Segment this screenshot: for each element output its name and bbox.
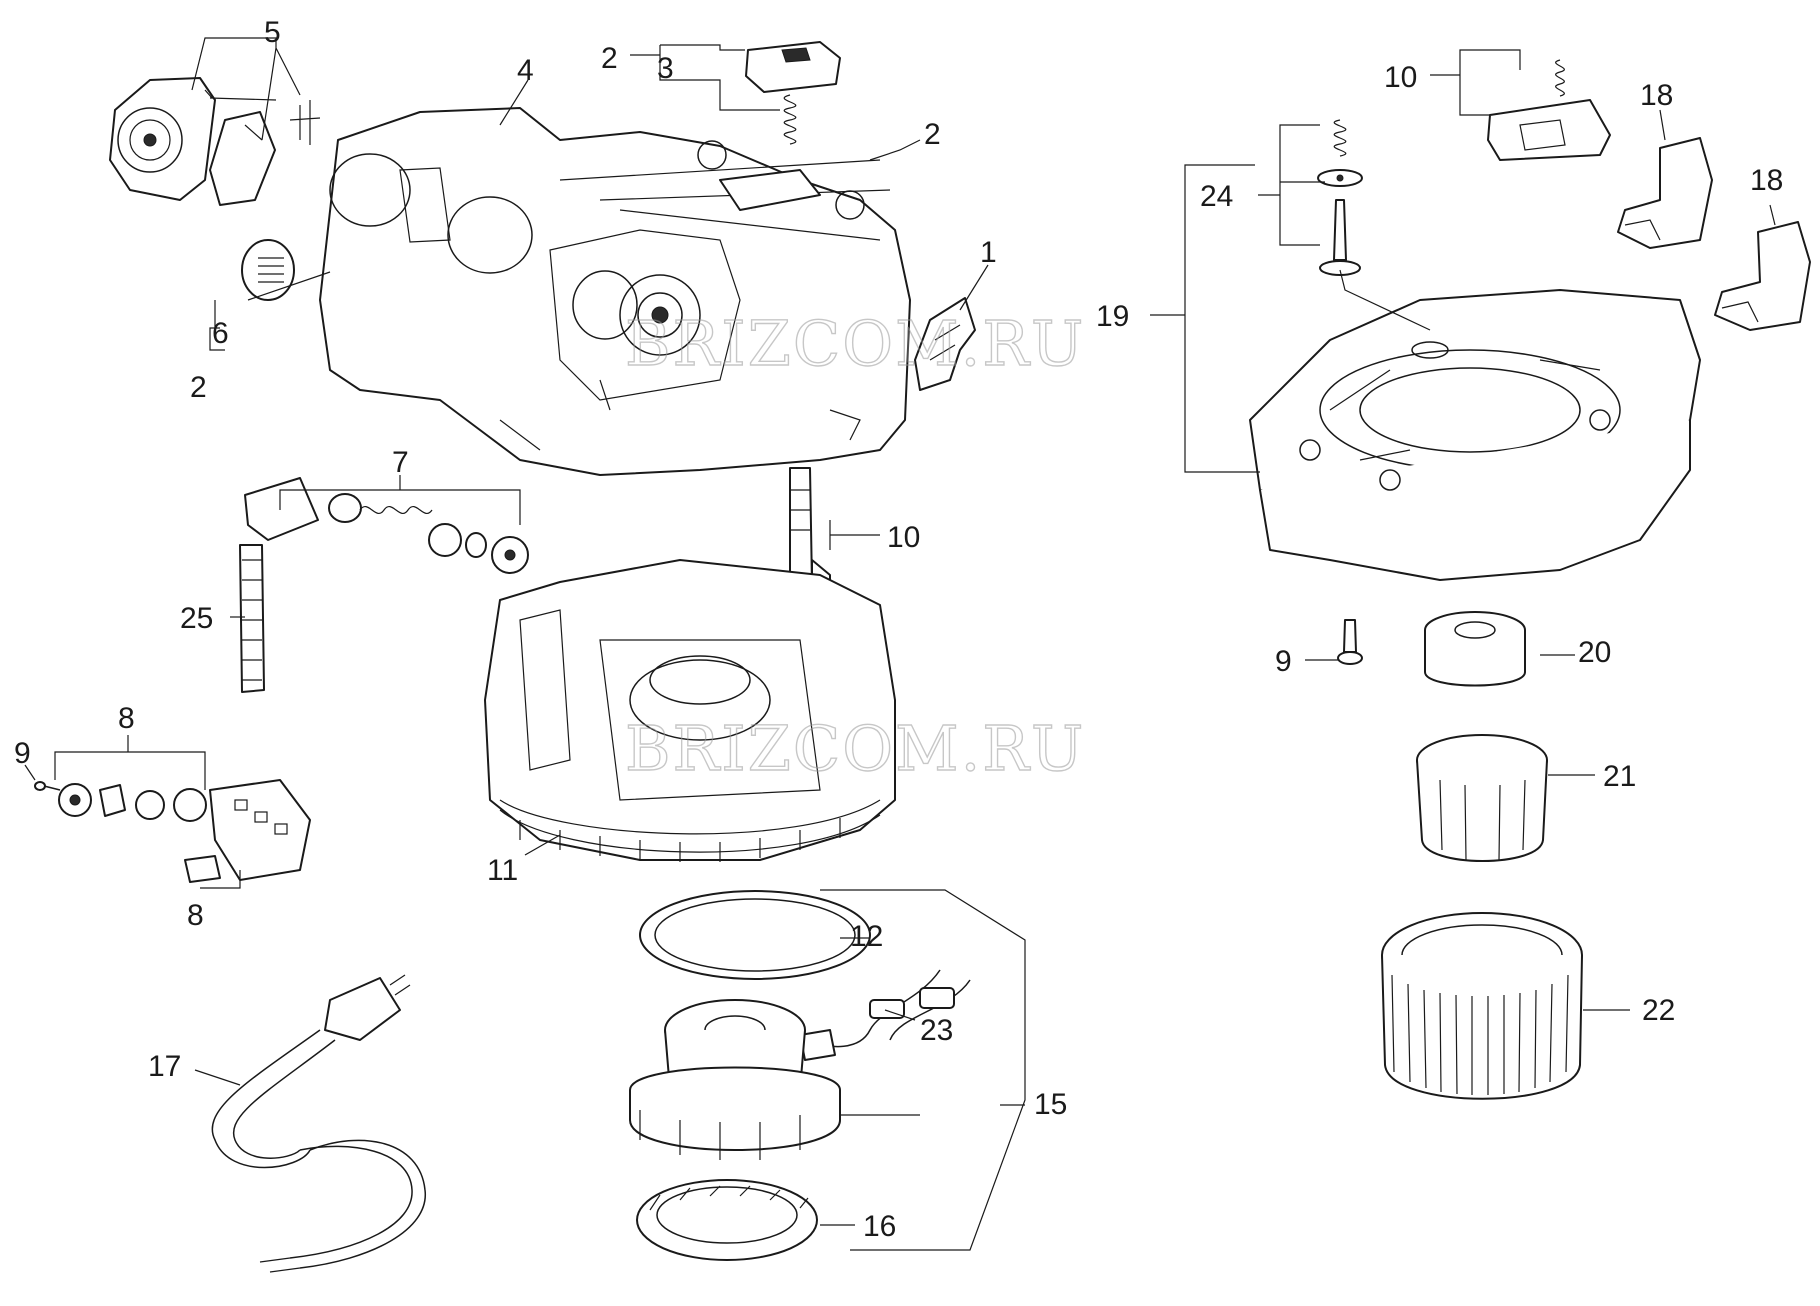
callout-9-left: 9 xyxy=(14,737,31,770)
callout-2-top-left: 2 xyxy=(601,42,618,75)
callout-5: 5 xyxy=(264,16,281,49)
callout-17: 17 xyxy=(148,1050,181,1083)
callout-3: 3 xyxy=(657,52,674,85)
callout-24: 24 xyxy=(1200,180,1233,213)
callout-18-lower: 18 xyxy=(1750,164,1783,197)
callout-8-upper: 8 xyxy=(118,702,135,735)
callout-19: 19 xyxy=(1096,300,1129,333)
part-9-screw-right xyxy=(1337,619,1363,665)
callout-6: 6 xyxy=(212,317,229,350)
part-18-clip-lower xyxy=(1714,221,1811,331)
callout-12: 12 xyxy=(850,920,883,953)
part-18-clip-upper xyxy=(1617,137,1713,249)
part-15-motor xyxy=(629,999,841,1160)
part-4-top-cover xyxy=(319,107,911,476)
part-24-valve-parts xyxy=(1317,119,1363,276)
callout-1: 1 xyxy=(980,236,997,269)
callout-2-top-right: 2 xyxy=(924,118,941,151)
callout-21: 21 xyxy=(1603,760,1636,793)
watermark-lower: BRIZCOM.RU xyxy=(625,712,1085,785)
callout-22: 22 xyxy=(1642,994,1675,1027)
part-7-valve-assembly xyxy=(244,477,529,574)
callout-23: 23 xyxy=(920,1014,953,1047)
callout-25: 25 xyxy=(180,602,213,635)
part-17-power-cord xyxy=(211,974,426,1273)
part-5-switch-assembly xyxy=(109,77,321,206)
callout-7: 7 xyxy=(392,446,409,479)
part-1-latch xyxy=(914,297,976,391)
callout-4: 4 xyxy=(517,54,534,87)
part-16-fan-ring xyxy=(636,1179,818,1261)
part-3-button xyxy=(745,41,841,145)
callout-20: 20 xyxy=(1578,636,1611,669)
callout-11: 11 xyxy=(487,854,518,887)
callout-2-left: 2 xyxy=(190,371,207,404)
part-8-switch-assembly xyxy=(58,779,311,883)
part-6-knob xyxy=(241,239,295,301)
part-22-cartridge-filter xyxy=(1381,912,1583,1100)
part-12-seal-ring xyxy=(639,890,871,980)
callout-18-upper: 18 xyxy=(1640,79,1673,112)
callout-10-right: 10 xyxy=(1384,61,1417,94)
part-10-spring-holder xyxy=(1487,59,1611,161)
part-9-screw-left xyxy=(34,781,61,791)
part-21-filter-basket xyxy=(1416,734,1548,862)
callout-15: 15 xyxy=(1034,1088,1067,1121)
part-19-filter-housing xyxy=(1249,289,1701,581)
part-25-filter-tube xyxy=(239,544,265,693)
part-11-base-housing xyxy=(484,559,896,862)
callout-10-center: 10 xyxy=(887,521,920,554)
callout-16: 16 xyxy=(863,1210,896,1243)
leader-lines xyxy=(24,37,1776,1251)
part-20-foam-ring xyxy=(1424,611,1526,687)
callout-8-lower: 8 xyxy=(187,899,204,932)
callout-9-right: 9 xyxy=(1275,645,1292,678)
watermark-upper: BRIZCOM.RU xyxy=(625,307,1085,380)
